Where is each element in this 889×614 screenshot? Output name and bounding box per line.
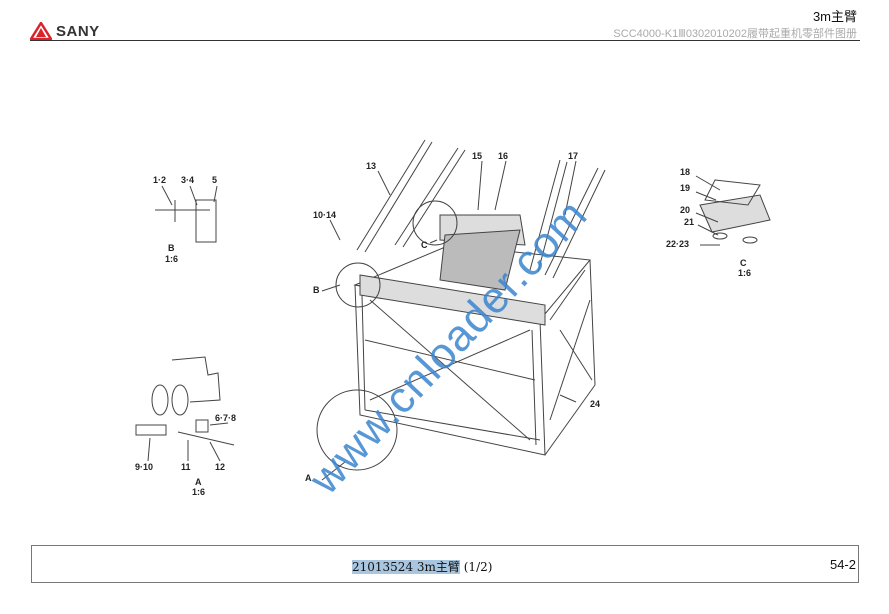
callout-17: 17 (568, 151, 579, 161)
detail-a-label: A (195, 477, 202, 487)
header-divider (30, 40, 860, 41)
callout-b: B (313, 285, 320, 295)
callout-11: 11 (181, 462, 191, 472)
detail-c (695, 175, 771, 246)
detail-a-scale: 1:6 (192, 487, 206, 497)
callout-a: A (305, 473, 312, 483)
callout-24: 24 (590, 399, 601, 409)
callout-22-23: 22·23 (666, 239, 690, 249)
detail-b-label: B (168, 243, 175, 253)
catalog-subtitle: SCC4000-K1Ⅲ0302010202履带起重机零部件图册 (613, 28, 857, 40)
part-name: 3m主臂 (416, 560, 460, 574)
callout-20: 20 (680, 205, 691, 215)
detail-c-label: C (740, 258, 747, 268)
detail-b-scale: 1:6 (165, 254, 179, 264)
callout-3-4: 3·4 (181, 175, 195, 185)
brand-name: SANY (56, 22, 100, 40)
part-number: 21013524 (352, 560, 414, 574)
callout-12: 12 (215, 462, 226, 472)
callout-18: 18 (680, 167, 691, 177)
callout-10-14: 10·14 (313, 210, 337, 220)
sany-logo-icon (30, 22, 52, 40)
callout-13: 13 (366, 161, 377, 171)
callout-5: 5 (212, 175, 218, 185)
title-block: 21013524 3m主臂 (1/2) 54-2 (31, 545, 859, 583)
detail-b (155, 185, 218, 243)
sheet-indicator: (1/2) (463, 560, 493, 574)
callout-c: C (421, 240, 428, 250)
callout-1-2: 1·2 (153, 175, 167, 185)
callout-16: 16 (498, 151, 509, 161)
callout-19: 19 (680, 183, 691, 193)
detail-c-scale: 1:6 (738, 268, 752, 278)
detail-a (135, 356, 235, 462)
main-assembly (316, 139, 606, 481)
callout-9-10: 9·10 (135, 462, 154, 472)
page-number: 54-2 (829, 557, 856, 572)
page-title: 3m主臂 (812, 9, 857, 24)
callout-6-7-8: 6·7·8 (215, 413, 237, 423)
part-caption: 21013524 3m主臂 (1/2) (352, 558, 492, 575)
sany-logo: SANY (30, 22, 100, 40)
callout-15: 15 (472, 151, 483, 161)
callout-21: 21 (684, 217, 695, 227)
